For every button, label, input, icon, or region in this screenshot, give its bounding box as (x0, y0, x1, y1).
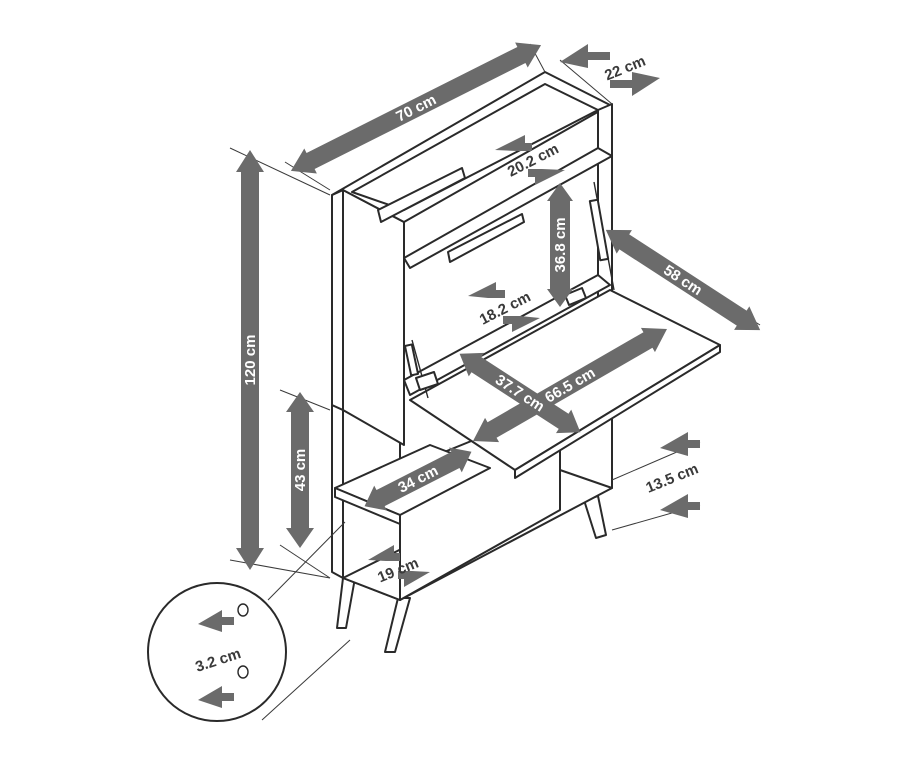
cabinet-drawing (331, 71, 721, 653)
leg-back-right (583, 495, 607, 539)
strut-left-body (403, 343, 420, 377)
dim-upper-height-label: 36.8 cm (552, 217, 569, 272)
callout-arrow-bottom (198, 686, 234, 708)
callout-arrow-top (198, 610, 234, 632)
hole-bottom (237, 665, 249, 679)
top-shelf (403, 147, 613, 269)
callout-leader-2 (261, 639, 351, 721)
desk-flap-edge (514, 344, 721, 479)
upper-front-panel (342, 189, 405, 446)
hinge-right (564, 287, 587, 306)
dim-upper-height: 36.8 cm (547, 183, 573, 307)
dim-height-total-label: 120 cm (242, 335, 259, 386)
detail-callout: 3.2 cm (147, 521, 351, 722)
dim-lower-height: 43 cm (286, 392, 314, 548)
dim-lower-height-label: 43 cm (292, 449, 309, 492)
hinge-left (415, 371, 439, 391)
dim-width-total-label: 70 cm (393, 91, 439, 125)
inner-shelf (403, 274, 611, 396)
upper-left-panel (331, 189, 344, 411)
callout-circle (147, 582, 287, 722)
dim-leg-height: 13.5 cm (643, 432, 701, 518)
dim-leg-height-label: 13.5 cm (643, 460, 700, 496)
dim-flap-extension-label: 58 cm (660, 262, 705, 299)
top-handle (377, 167, 466, 223)
hole-top (237, 603, 249, 617)
leg-front-left (336, 577, 356, 629)
dim-height-total: 120 cm (236, 150, 264, 570)
callout-leader-1 (267, 521, 346, 601)
shelf-handle (447, 213, 525, 263)
strut-right-body (588, 198, 610, 262)
leg-front-mid (384, 597, 411, 653)
